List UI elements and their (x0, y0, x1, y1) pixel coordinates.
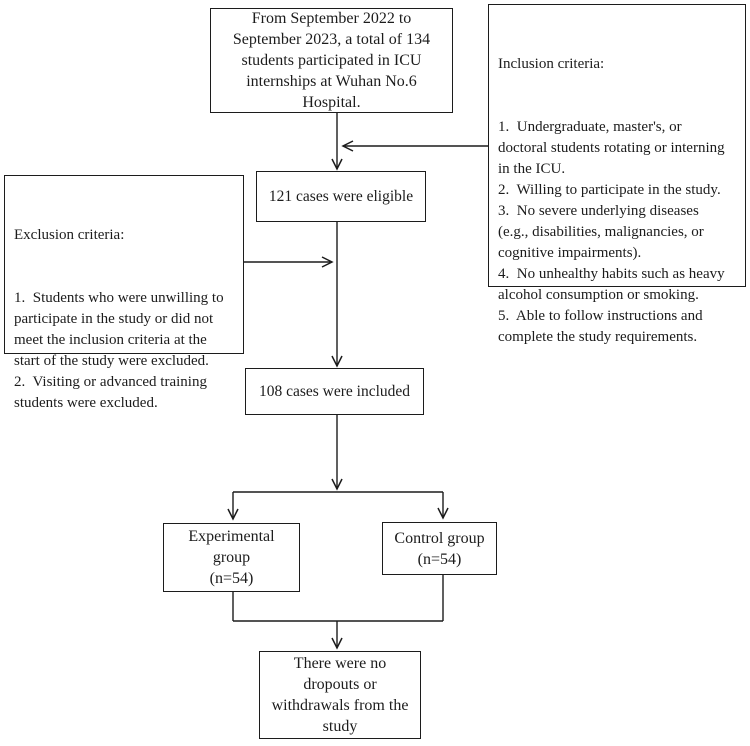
eligible-cases-box: 121 cases were eligible (256, 171, 426, 222)
inclusion-criteria-box: Inclusion criteria: 1. Undergraduate, ma… (488, 4, 746, 345)
exclusion-criteria-box: Exclusion criteria: 1. Students who were… (4, 175, 244, 411)
control-group-box: Control group(n=54) (382, 522, 497, 575)
criteria-item: 2. Willing to participate in the study. (498, 182, 721, 198)
criteria-item: 3. No severe underlying diseases(e.g., d… (498, 203, 704, 261)
exclusion-criteria-title: Exclusion criteria: (14, 227, 125, 243)
inclusion-criteria-title: Inclusion criteria: (498, 56, 605, 72)
included-cases-box: 108 cases were included (245, 368, 424, 415)
